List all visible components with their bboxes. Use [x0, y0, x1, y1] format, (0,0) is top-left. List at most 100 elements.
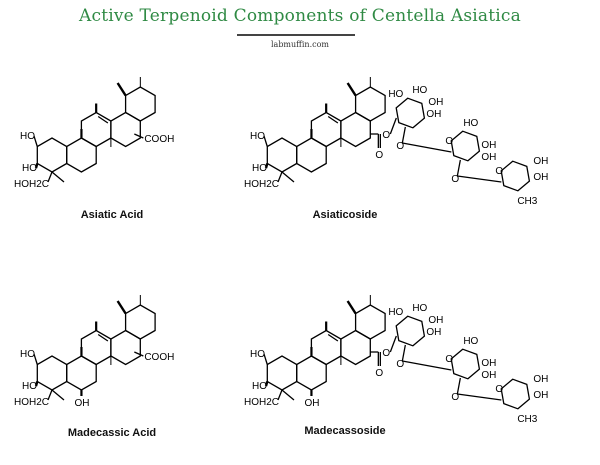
sugar-substituent-label: O: [445, 354, 453, 365]
carboxyl-label: COOH: [144, 352, 174, 363]
sugar-substituent-label: OH: [533, 374, 548, 385]
site-credit: labmuffin.com: [270, 40, 329, 49]
ring-a: [36, 137, 68, 173]
ring-e: [124, 86, 156, 122]
hydroxyl-label: HO: [252, 381, 267, 392]
sugar-substituent-label: OH: [481, 140, 496, 151]
ring-a: [36, 355, 68, 391]
bond: [346, 300, 357, 315]
sugar-substituent-label: OH: [428, 97, 443, 108]
molecule-name: Madecassoside: [304, 425, 385, 437]
bond: [456, 159, 461, 177]
sugar-substituent-label: OH: [426, 109, 441, 120]
ring-b: [66, 137, 97, 173]
bond: [457, 393, 502, 401]
ring-d: [340, 111, 371, 148]
sugar-ring-3: [500, 160, 531, 192]
ring-a: [266, 137, 298, 173]
bond: [389, 117, 397, 135]
bond: [134, 133, 144, 139]
hydroxyl-label: HO: [20, 349, 35, 360]
hydroxyl-label: HO: [22, 381, 37, 392]
ring-d: [110, 329, 141, 366]
sugar-substituent-label: OH: [533, 172, 548, 183]
bond: [277, 171, 283, 183]
ester-oxygen-label: O: [382, 348, 390, 359]
sugar-substituent-label: HO: [412, 303, 427, 314]
sugar-substituent-label: OH: [426, 327, 441, 338]
ester-oxygen-label: O: [382, 130, 390, 141]
page-title: Active Terpenoid Components of Centella …: [79, 6, 521, 26]
carboxyl-label: COOH: [144, 134, 174, 145]
bond: [264, 163, 269, 169]
sugar-substituent-label: O: [396, 359, 404, 370]
sugar-substituent-label: OH: [481, 370, 496, 381]
bond: [47, 171, 53, 183]
bond: [33, 135, 38, 147]
bond: [457, 175, 502, 183]
bond: [401, 344, 406, 362]
ring-e: [124, 304, 156, 340]
bond: [47, 389, 53, 401]
ring-c: [80, 111, 112, 148]
bond: [281, 171, 295, 183]
sugar-substituent-label: O: [495, 166, 503, 177]
bond: [33, 353, 38, 365]
sugar-substituent-label: O: [445, 136, 453, 147]
carbonyl-oxygen-label: O: [375, 368, 383, 379]
bond: [346, 82, 357, 97]
sugar-substituent-label: HO: [412, 85, 427, 96]
bond: [263, 353, 268, 365]
sugar-substituent-label: HO: [388, 89, 403, 100]
bond: [116, 300, 127, 315]
sugar-substituent-label: OH: [533, 156, 548, 167]
bond: [401, 126, 406, 144]
sugar-substituent-label: O: [451, 174, 459, 185]
sugar-substituent-label: O: [451, 392, 459, 403]
ring-c: [310, 329, 342, 366]
sugar-substituent-label: OH: [481, 358, 496, 369]
bond: [456, 377, 461, 395]
sugar-substituent-label: OH: [428, 315, 443, 326]
molecule-name: Asiatic Acid: [81, 209, 144, 221]
bond: [389, 335, 397, 353]
hydroxyl-label: HO: [250, 131, 265, 142]
ring-d: [110, 111, 141, 148]
bond: [263, 135, 268, 147]
sugar-substituent-label: HO: [463, 336, 478, 347]
bond: [277, 389, 283, 401]
ring-b: [296, 355, 327, 391]
sugar-substituent-label: O: [396, 141, 404, 152]
sugar-ring-3: [500, 378, 531, 410]
ring-c: [80, 329, 112, 366]
ring-e: [354, 86, 386, 122]
sugar-substituent-label: CH3: [517, 414, 537, 425]
ring-a: [266, 355, 298, 391]
bond: [327, 115, 339, 124]
bond: [51, 389, 65, 401]
sugar-ring-2: [450, 130, 481, 162]
ring-b: [66, 355, 97, 391]
ring-e: [354, 304, 386, 340]
sugar-substituent-label: OH: [481, 152, 496, 163]
bond: [116, 82, 127, 97]
bond: [134, 351, 144, 357]
ring-d: [340, 329, 371, 366]
bond: [97, 333, 109, 342]
sugar-substituent-label: CH3: [517, 196, 537, 207]
bond: [97, 115, 109, 124]
bond: [264, 381, 269, 387]
sugar-substituent-label: OH: [533, 390, 548, 401]
sugar-substituent-label: HO: [463, 118, 478, 129]
hydroxymethyl-label: HOH2C: [14, 179, 49, 190]
hydroxyl-label: HO: [22, 163, 37, 174]
sugar-substituent-label: HO: [388, 307, 403, 318]
bond: [327, 333, 339, 342]
hydroxymethyl-label: HOH2C: [14, 397, 49, 408]
sugar-ring-1: [395, 97, 426, 129]
bond: [34, 163, 39, 169]
